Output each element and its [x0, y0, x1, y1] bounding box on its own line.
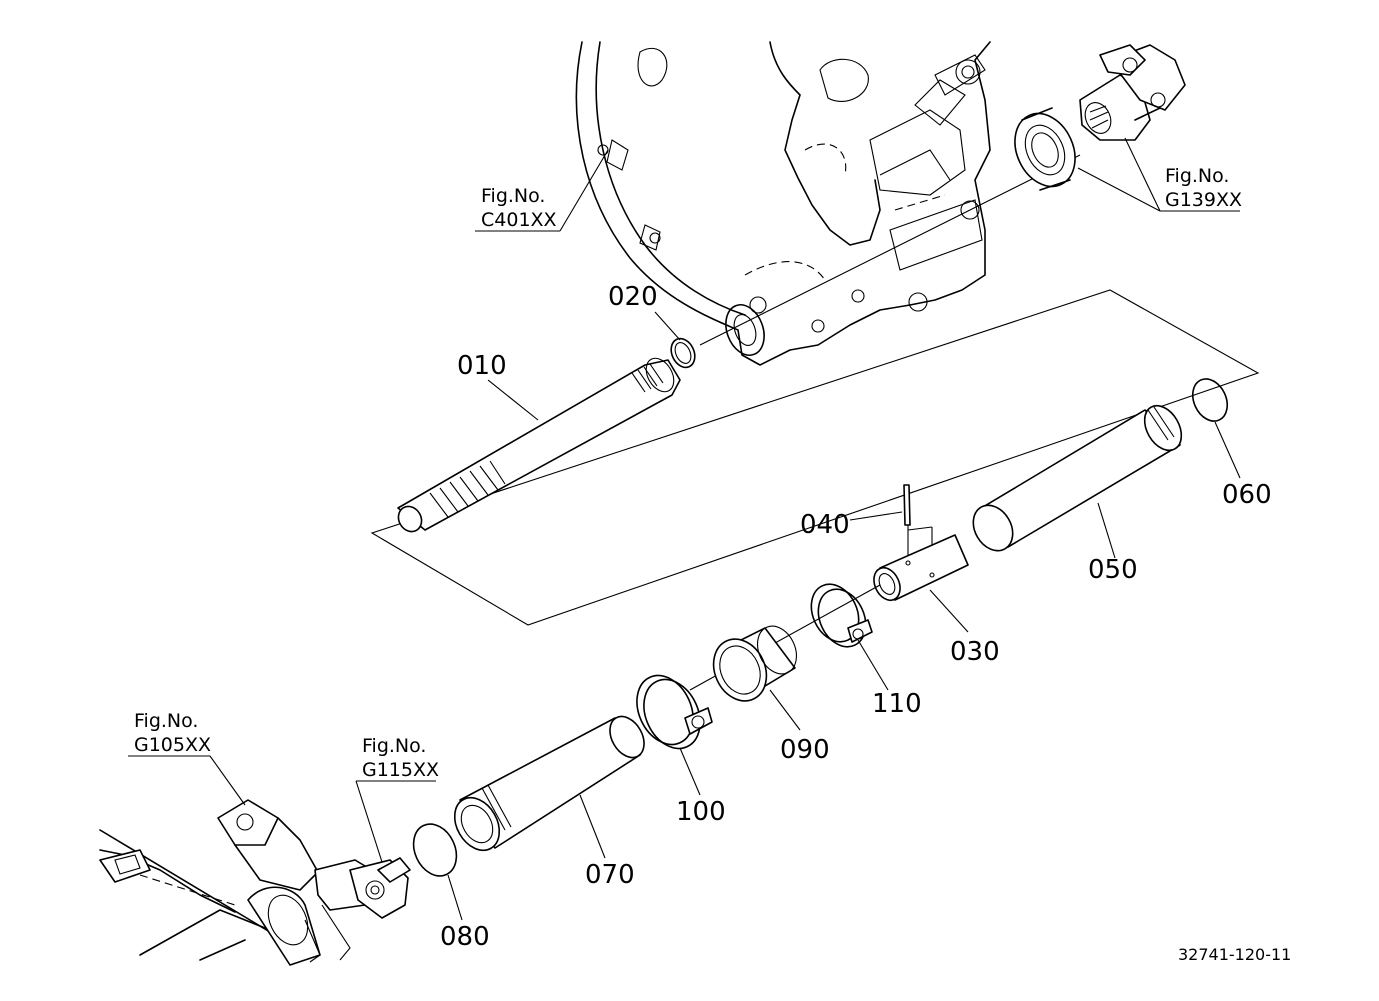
figure-ref-c401xx-prefix: Fig.No.	[481, 185, 545, 207]
subassembly-frame	[370, 289, 1260, 626]
figure-ref-g139xx-prefix: Fig.No.	[1165, 165, 1229, 187]
leader-010	[487, 379, 539, 421]
part-label-040: 040	[800, 510, 850, 540]
figure-ref-g139xx-code: G139XX	[1165, 189, 1242, 211]
part-label-070: 070	[585, 860, 635, 890]
part-080-o-ring	[412, 823, 458, 877]
leader-070	[579, 794, 606, 859]
figure-ref-g115xx: Fig.No. G115XX	[355, 735, 439, 863]
front-axle-drawing	[99, 799, 411, 966]
figure-ref-g115xx-prefix: Fig.No.	[362, 735, 426, 757]
leader-100	[679, 747, 701, 796]
part-110-hose-clamp	[810, 583, 873, 648]
leader-020	[654, 311, 681, 341]
leader-090	[769, 689, 801, 731]
clutch-housing-drawing	[575, 41, 991, 366]
leader-030	[929, 589, 969, 633]
part-100-hose-clamp	[636, 674, 713, 750]
part-070-tube	[453, 715, 645, 852]
part-label-090: 090	[780, 735, 830, 765]
leader-110	[857, 639, 889, 691]
leader-080	[447, 874, 463, 921]
part-label-100: 100	[676, 797, 726, 827]
figure-ref-c401xx-code: C401XX	[481, 209, 557, 231]
part-010-shaft	[397, 357, 681, 533]
figure-ref-c401xx: Fig.No. C401XX	[475, 149, 609, 232]
part-label-110: 110	[872, 689, 922, 719]
g139xx-leader-line-seal	[1077, 167, 1161, 212]
universal-joint-drawing	[1079, 44, 1186, 141]
part-030-coupling	[873, 534, 969, 602]
part-label-010: 010	[457, 351, 507, 381]
part-label-060: 060	[1222, 480, 1272, 510]
part-060-o-ring	[1191, 378, 1229, 422]
figure-ref-g105xx-prefix: Fig.No.	[134, 710, 198, 732]
figure-ref-g105xx: Fig.No. G105XX	[128, 710, 246, 806]
g139xx-leader-line-joint	[1124, 137, 1161, 212]
g115xx-leader-line	[355, 780, 383, 863]
figure-ref-g105xx-code: G105XX	[134, 734, 211, 756]
part-label-020: 020	[608, 282, 658, 312]
part-050-tube	[972, 404, 1183, 552]
part-label-050: 050	[1088, 555, 1138, 585]
oil-seal-drawing	[1014, 107, 1076, 191]
c401xx-leader-line	[559, 149, 609, 232]
shaft-axis-upper	[699, 154, 1081, 346]
part-090-boot	[712, 625, 797, 702]
part-020-o-ring	[670, 337, 696, 369]
leader-060	[1214, 421, 1241, 479]
figure-ref-g115xx-code: G115XX	[362, 759, 439, 781]
leader-050	[1097, 502, 1116, 559]
part-040-pin	[903, 484, 933, 560]
figure-ref-g139xx: Fig.No. G139XX	[1077, 137, 1242, 212]
part-label-030: 030	[950, 637, 1000, 667]
part-label-080: 080	[440, 922, 490, 952]
drawing-number: 32741-120-11	[1178, 945, 1291, 964]
g105xx-leader-line	[209, 755, 246, 806]
leader-040	[849, 511, 903, 521]
